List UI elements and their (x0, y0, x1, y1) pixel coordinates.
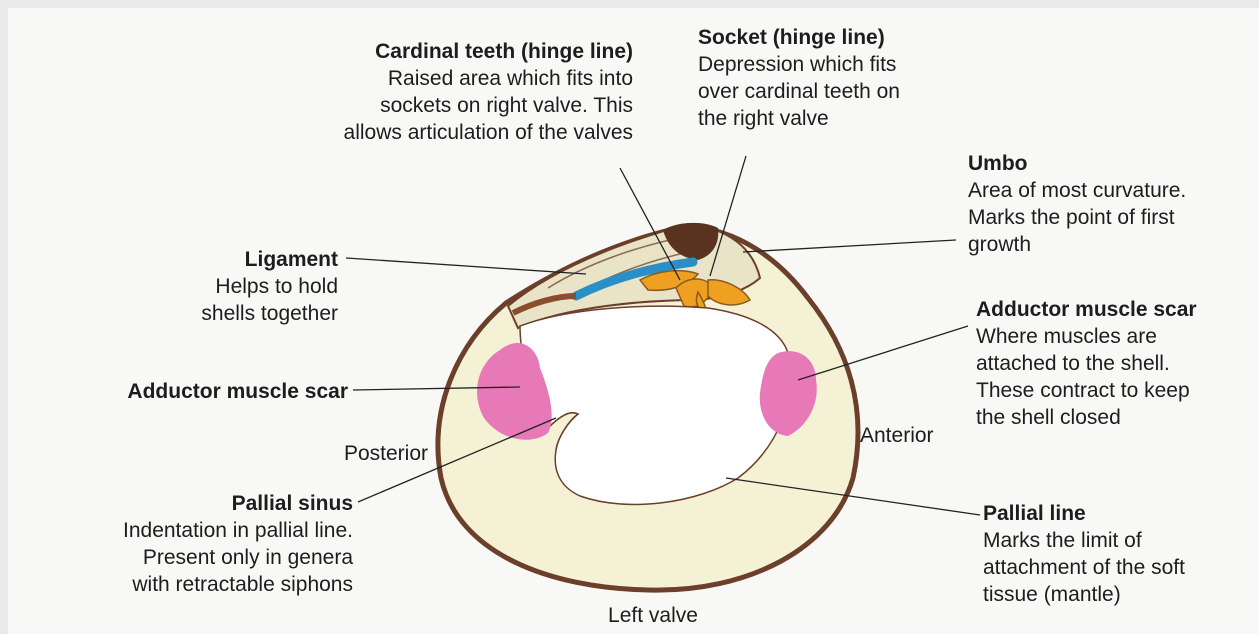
ligament-title: Ligament (128, 246, 338, 273)
anterior-label: Anterior (860, 422, 970, 449)
socket-title: Socket (hinge line) (698, 24, 978, 51)
pallial-line-title: Pallial line (983, 500, 1253, 527)
adductor-posterior-label: Adductor muscle scar (48, 378, 348, 405)
posterior-text: Posterior (288, 440, 428, 467)
cardinal-teeth-desc: Raised area which fits into sockets on r… (233, 65, 633, 146)
pallial-sinus-label: Pallial sinus Indentation in pallial lin… (28, 490, 353, 598)
umbo-desc: Area of most curvature. Marks the point … (968, 177, 1253, 258)
pallial-sinus-desc: Indentation in pallial line. Present onl… (28, 517, 353, 598)
pallial-sinus-title: Pallial sinus (28, 490, 353, 517)
adductor-anterior-label: Adductor muscle scar Where muscles are a… (976, 296, 1256, 431)
left-valve-label: Left valve (568, 602, 738, 629)
cardinal-teeth-title: Cardinal teeth (hinge line) (233, 38, 633, 65)
umbo-label: Umbo Area of most curvature. Marks the p… (968, 150, 1253, 258)
adductor-anterior-desc: Where muscles are attached to the shell.… (976, 323, 1256, 431)
anterior-text: Anterior (860, 422, 970, 449)
ligament-desc: Helps to hold shells together (128, 273, 338, 327)
pallial-line-desc: Marks the limit of attachment of the sof… (983, 527, 1253, 608)
page: Cardinal teeth (hinge line) Raised area … (8, 8, 1259, 634)
umbo-title: Umbo (968, 150, 1253, 177)
cardinal-teeth-label: Cardinal teeth (hinge line) Raised area … (233, 38, 633, 146)
pallial-line-label: Pallial line Marks the limit of attachme… (983, 500, 1253, 608)
left-valve-text: Left valve (568, 602, 738, 629)
socket-desc: Depression which fits over cardinal teet… (698, 51, 978, 132)
adductor-anterior-title: Adductor muscle scar (976, 296, 1256, 323)
ligament-label: Ligament Helps to hold shells together (128, 246, 338, 327)
posterior-label: Posterior (288, 440, 428, 467)
adductor-posterior-title: Adductor muscle scar (48, 378, 348, 405)
socket-label: Socket (hinge line) Depression which fit… (698, 24, 978, 132)
